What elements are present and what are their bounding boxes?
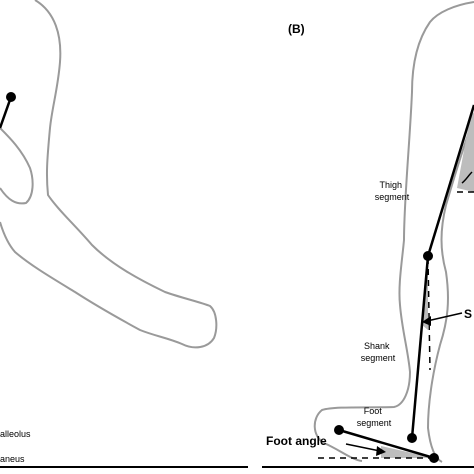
panel-b: (B) S Thigh segment [266,1,474,463]
knee-marker [423,251,433,261]
left-hip-marker [6,92,16,102]
foot-segment-line1: Foot [364,406,383,416]
malleolus-label: alleolus [0,429,31,439]
heel-marker [429,453,439,463]
foot-segment-label: Foot segment [357,406,392,428]
shank-segment-line1: Shank [364,341,390,351]
shank-angle-arrowhead [422,316,431,326]
shank-angle-arrow [426,312,463,322]
panel-b-label: (B) [288,22,305,36]
shank-segment-line [410,255,430,439]
foot-angle-arrow [345,443,381,452]
foot-angle-arrowhead [376,446,386,456]
shank-segment-label: Shank segment [361,341,396,363]
ankle-marker [407,433,417,443]
thigh-segment-label: Thigh segment [375,180,410,202]
shank-reference-dashed [427,257,431,371]
right-leg-outline [313,1,474,463]
left-leg-outline [0,0,218,349]
shank-segment-line2: segment [361,353,396,363]
shank-angle-label: S [464,307,472,321]
calcaneus-label: aneus [0,454,25,464]
foot-angle-label: Foot angle [266,434,327,448]
foot-segment-line [338,428,435,460]
toe-marker [334,425,344,435]
left-thigh-line [0,96,13,129]
foot-segment-line2: segment [357,418,392,428]
thigh-segment-line2: segment [375,192,410,202]
panel-a: alleolus aneus [0,0,218,464]
thigh-segment-line1: Thigh [379,180,402,190]
thigh-angle-arrow [461,171,473,184]
thigh-angle-wedge [457,112,474,192]
thigh-segment-line [426,104,474,257]
